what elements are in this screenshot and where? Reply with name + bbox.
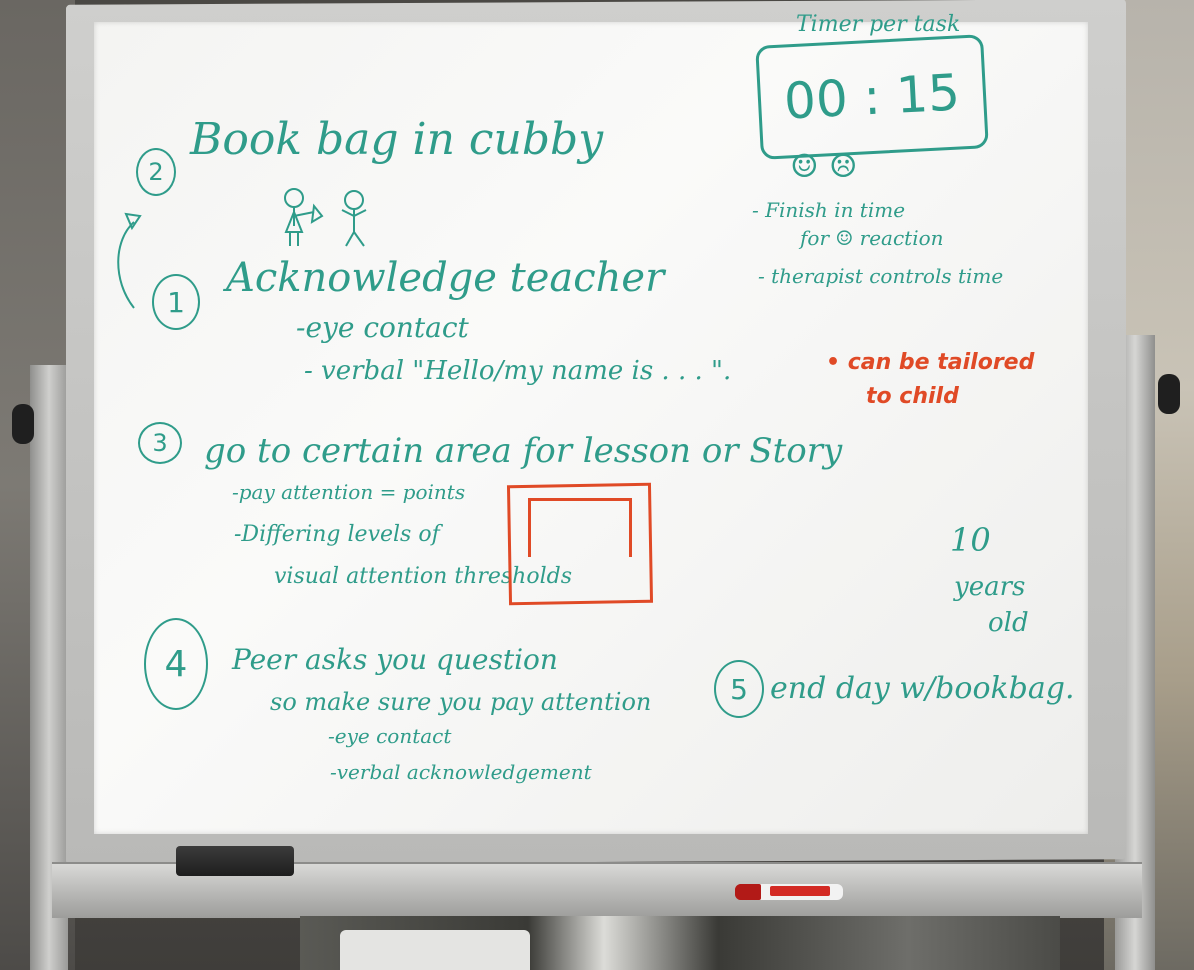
item-4-number: 4: [144, 618, 208, 710]
item-1-sub-verbal: - verbal "Hello/my name is . . . ".: [304, 356, 732, 386]
timer-note-therapist: - therapist controls time: [758, 264, 1004, 288]
item-5-text: end day w/bookbag.: [770, 671, 1075, 706]
item-2-number: 2: [136, 148, 176, 196]
red-note-line1: • can be tailored: [826, 350, 1035, 375]
stick-figures-drawing: [284, 188, 367, 247]
red-note-line2: to child: [866, 384, 959, 409]
red-rectangle-inner-drawing: [528, 498, 632, 557]
timer-faces: ☺ ☹: [790, 147, 858, 185]
timer-note-reaction: for ☺ reaction: [800, 226, 944, 250]
item-3-number: 3: [138, 422, 182, 464]
item-3-sub-visual-attention: visual attention thresholds: [274, 564, 572, 589]
item-4-sub-verbal-ack: -verbal acknowledgement: [330, 760, 592, 784]
item-5-number: 5: [714, 660, 764, 718]
stand-right-knob: [1158, 374, 1180, 414]
timer-note-finish: - Finish in time: [752, 198, 906, 222]
timer-display: 00 : 15: [755, 34, 989, 160]
white-bucket: [340, 930, 530, 970]
red-marker-label: [770, 886, 830, 896]
whiteboard-surface: [94, 22, 1088, 834]
arrow-icon: [117, 212, 142, 309]
item-4-text: Peer asks you question: [232, 643, 558, 676]
red-marker-cap: [735, 884, 761, 900]
item-2-text: Book bag in cubby: [190, 114, 604, 165]
age-years: years: [954, 572, 1026, 602]
item-1-text: Acknowledge teacher: [226, 255, 665, 301]
item-3-text: go to certain area for lesson or Story: [204, 431, 843, 471]
stand-left-knob: [12, 404, 34, 444]
timer-title: Timer per task: [796, 12, 961, 37]
age-old: old: [988, 608, 1029, 638]
item-4-sub-eye-contact: -eye contact: [328, 724, 452, 748]
item-3-sub-differing-levels: -Differing levels of: [234, 522, 440, 547]
item-3-sub-pay-attention: -pay attention = points: [232, 480, 466, 504]
age-number: 10: [950, 521, 991, 559]
item-1-sub-eye-contact: -eye contact: [296, 311, 469, 344]
item-4-sub-so-make-sure: so make sure you pay attention: [270, 688, 652, 716]
whiteboard-eraser[interactable]: [176, 846, 294, 876]
item-1-number: 1: [152, 274, 200, 330]
